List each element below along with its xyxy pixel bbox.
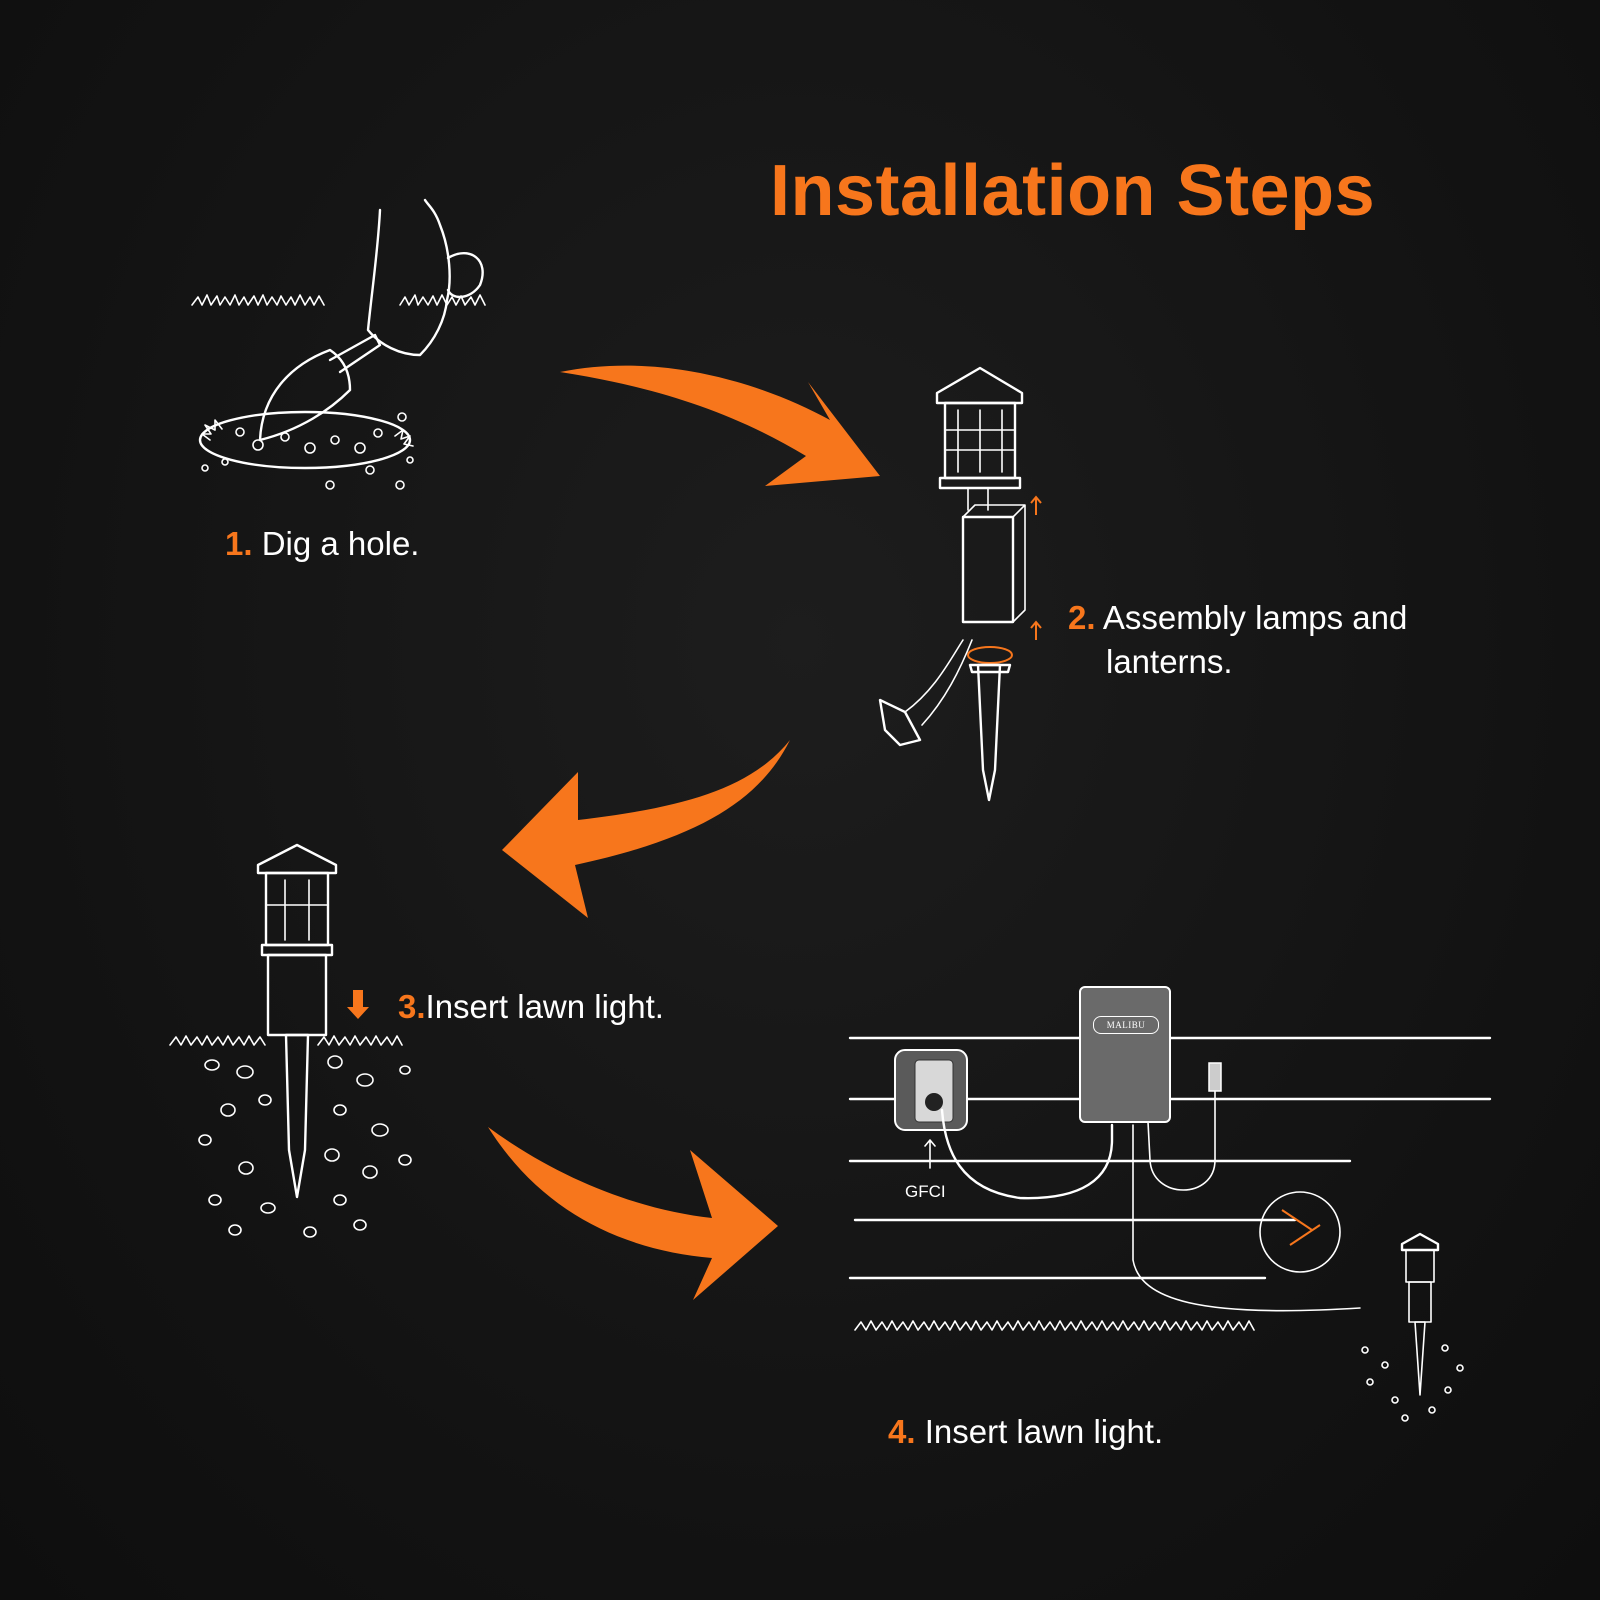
stake-3 <box>284 1033 310 1199</box>
connector <box>878 698 922 747</box>
step-3-number: 3. <box>398 988 426 1025</box>
step-2-caption: 2. Assembly lamps and lanterns. <box>1068 596 1407 684</box>
small-lantern-roof <box>1400 1232 1440 1252</box>
wire <box>904 639 973 726</box>
up-arrow-2 <box>1030 620 1042 640</box>
transformer <box>1079 986 1171 1123</box>
buried-wire <box>1132 1124 1361 1312</box>
lantern-post-3 <box>266 953 328 1037</box>
assembly-illustration <box>878 366 1042 802</box>
small-stake <box>1414 1321 1426 1396</box>
lantern-post <box>961 515 1015 624</box>
grass-line <box>191 294 486 306</box>
shovel-blade <box>258 348 352 442</box>
arrow-1-to-2 <box>560 365 880 486</box>
lantern-body-3 <box>264 871 330 947</box>
step-3-caption: 3.Insert lawn light. <box>398 985 664 1029</box>
stake-2 <box>976 663 1002 802</box>
gfci-pointer <box>924 1139 936 1169</box>
ground-line <box>169 1035 403 1046</box>
step-1-text: Dig a hole. <box>261 525 420 562</box>
down-arrow <box>347 990 369 1019</box>
soil-stones <box>198 1055 412 1238</box>
step-3-text: Insert lawn light. <box>425 988 664 1025</box>
power-cord <box>940 1108 1114 1200</box>
shovel-handle <box>328 333 382 374</box>
step-4-caption: 4. Insert lawn light. <box>888 1410 1163 1454</box>
lantern-roof <box>935 366 1024 405</box>
arrow-3-to-4 <box>488 1127 778 1300</box>
step-1-caption: 1. Dig a hole. <box>225 522 419 566</box>
step-2-text-line2: lanterns. <box>1106 643 1233 680</box>
small-soil <box>1361 1344 1464 1422</box>
insert-light-illustration <box>169 843 412 1238</box>
wiring-illustration <box>848 986 1492 1422</box>
dig-hole-illustration <box>191 198 486 490</box>
low-voltage-cord <box>1147 1089 1216 1191</box>
step-2-number: 2. <box>1068 599 1096 636</box>
small-lantern-body <box>1405 1249 1435 1283</box>
page-title: Installation Steps <box>770 151 1376 231</box>
step-1-number: 1. <box>225 525 253 562</box>
step-2-text-line1: Assembly lamps and <box>1102 599 1408 636</box>
small-lantern-post <box>1408 1281 1432 1323</box>
step-4-number: 4. <box>888 1413 916 1450</box>
lantern-roof-3 <box>256 843 338 875</box>
hand <box>366 198 451 357</box>
soil-pebbles <box>201 412 414 490</box>
brand-logo: MALIBU <box>1093 1016 1159 1034</box>
ground-line-4 <box>854 1320 1255 1331</box>
hole <box>198 410 412 470</box>
gfci-label: GFCI <box>905 1182 946 1201</box>
step-4-text: Insert lawn light. <box>924 1413 1164 1450</box>
arrow-2-to-3 <box>502 740 790 918</box>
up-arrow-1 <box>1030 495 1042 515</box>
